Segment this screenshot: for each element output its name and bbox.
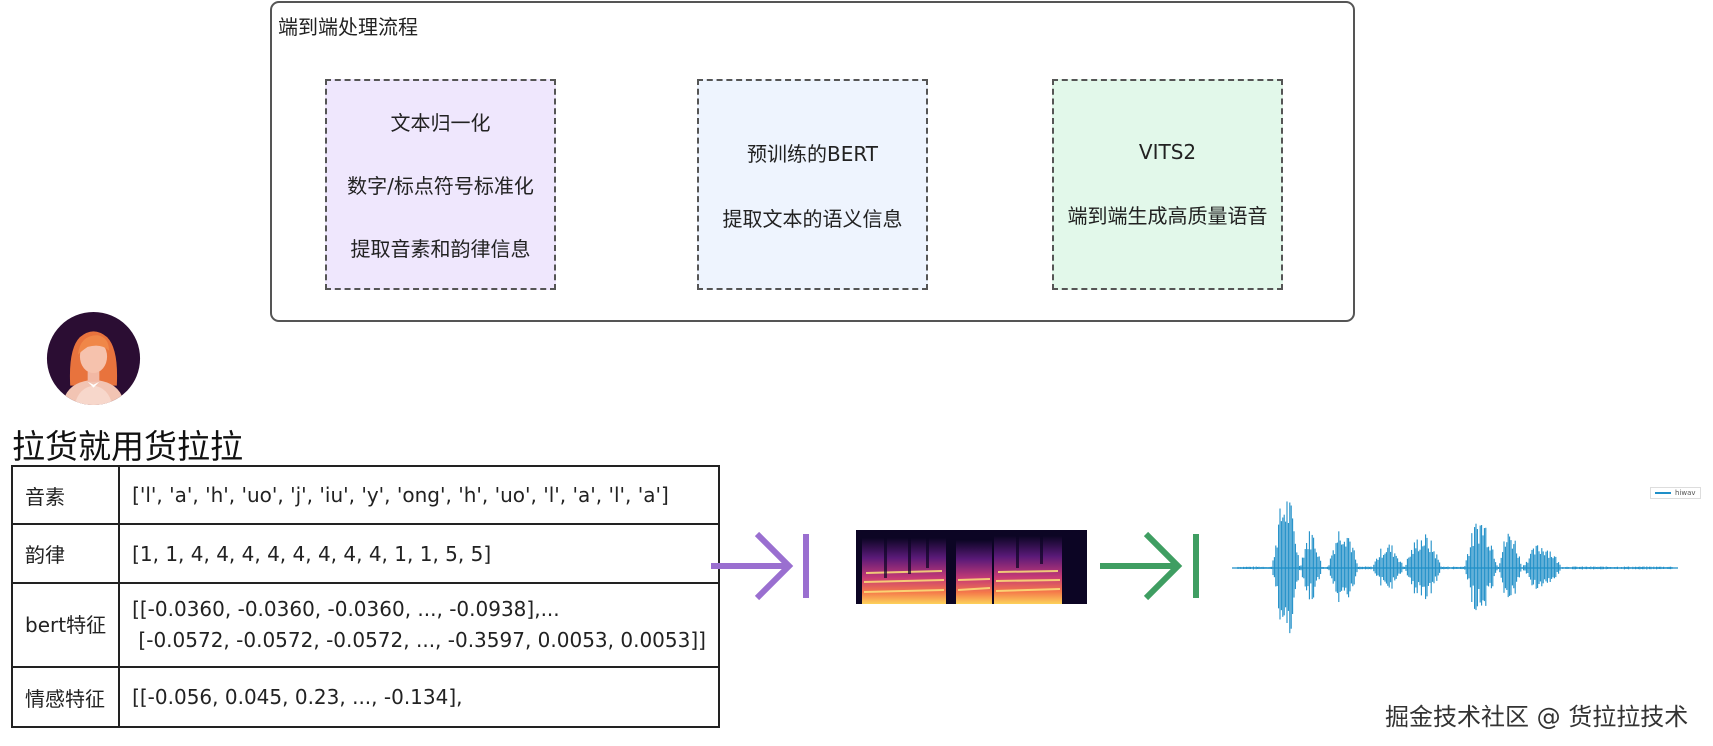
stage-2-line-2: 提取文本的语义信息 (722, 206, 903, 231)
pipeline-title: 端到端处理流程 (278, 15, 418, 39)
legend-label: hiwav (1675, 489, 1696, 497)
feature-label: bert特征 (10, 582, 121, 668)
legend-swatch (1655, 492, 1671, 494)
stage-1-line-3: 提取音素和韵律信息 (350, 237, 531, 261)
feature-value: [[-0.0360, -0.0360, -0.0360, ..., -0.093… (118, 582, 720, 668)
table-row: 情感特征 [[-0.056, 0.045, 0.23, ..., -0.134]… (10, 666, 720, 728)
stage-1-line-2: 数字/标点符号标准化 (347, 174, 534, 198)
stage-3-line-2: 端到端生成高质量语音 (1067, 204, 1268, 228)
stage-2-line-1: 预训练的BERT (746, 141, 878, 166)
feature-value: ['l', 'a', 'h', 'uo', 'j', 'iu', 'y', 'o… (118, 465, 720, 525)
feature-value: [[-0.056, 0.045, 0.23, ..., -0.134], (118, 666, 720, 728)
stage-text-normalization: 文本归一化 数字/标点符号标准化 提取音素和韵律信息 (325, 79, 556, 290)
feature-table: 音素 ['l', 'a', 'h', 'uo', 'j', 'iu', 'y',… (10, 465, 720, 728)
stage-vits2: VITS2 端到端生成高质量语音 (1052, 79, 1283, 290)
stage-3-line-1: VITS2 (1138, 140, 1197, 164)
table-row: 音素 ['l', 'a', 'h', 'uo', 'j', 'iu', 'y',… (10, 465, 720, 525)
feature-label: 韵律 (10, 523, 121, 584)
feature-label: 情感特征 (10, 666, 121, 728)
table-row: bert特征 [[-0.0360, -0.0360, -0.0360, ...,… (10, 582, 720, 668)
watermark: 掘金技术社区 @ 货拉拉技术 (1385, 703, 1689, 731)
arrow-to-bar-icon (1100, 531, 1199, 601)
feature-value: [1, 1, 4, 4, 4, 4, 4, 4, 4, 4, 1, 1, 5, … (118, 523, 720, 584)
stage-bert: 预训练的BERT 提取文本的语义信息 (697, 79, 928, 290)
arrow-to-bar-icon (711, 531, 809, 601)
table-row: 韵律 [1, 1, 4, 4, 4, 4, 4, 4, 4, 4, 1, 1, … (10, 523, 720, 584)
mel-spectrogram-image (856, 530, 1087, 604)
input-sentence: 拉货就用货拉拉 (12, 427, 243, 466)
audio-waveform-image (1232, 501, 1678, 634)
waveform-legend: hiwav (1650, 487, 1701, 499)
stage-1-line-1: 文本归一化 (390, 111, 491, 135)
feature-label: 音素 (10, 465, 121, 525)
user-avatar-icon (46, 311, 141, 406)
